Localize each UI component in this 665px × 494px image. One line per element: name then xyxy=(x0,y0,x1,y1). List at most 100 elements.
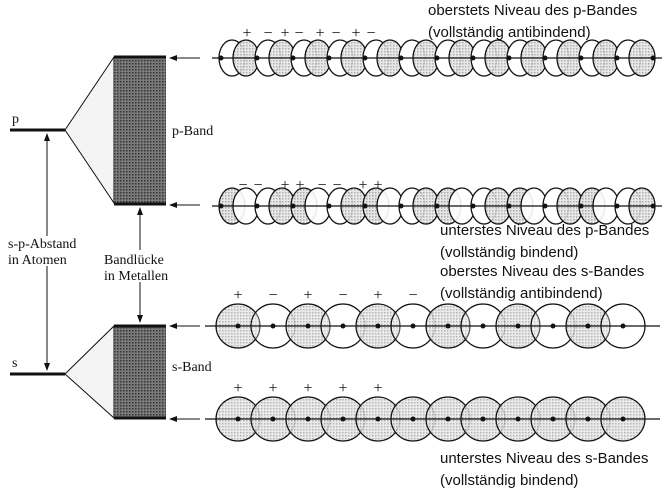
phase-sign: + xyxy=(373,287,382,304)
atom-nucleus xyxy=(218,203,224,209)
atom-nucleus xyxy=(410,323,416,329)
s-level-label: s xyxy=(12,356,17,371)
phase-sign: + xyxy=(233,287,242,304)
atom-nucleus xyxy=(480,323,486,329)
phase-sign: + xyxy=(295,177,304,194)
atom-nucleus xyxy=(515,323,521,329)
atom-nucleus xyxy=(542,55,548,61)
atom-nucleus xyxy=(620,416,626,422)
atom-nucleus xyxy=(445,416,451,422)
p-top-title: oberstets Niveau des p-Bandes xyxy=(428,2,637,19)
phase-sign: − xyxy=(366,25,375,42)
atom-nucleus xyxy=(470,203,476,209)
atom-nucleus xyxy=(375,416,381,422)
s-band-label: s-Band xyxy=(172,360,212,375)
atom-nucleus xyxy=(340,323,346,329)
atom-nucleus xyxy=(515,416,521,422)
atom-nucleus xyxy=(470,55,476,61)
gap-label-line2: in Metallen xyxy=(104,269,168,284)
phase-sign: + xyxy=(338,380,347,397)
p-bottom-title: unterstes Niveau des p-Bandes xyxy=(440,222,649,239)
atom-nucleus xyxy=(410,416,416,422)
atom-nucleus xyxy=(235,323,241,329)
atom-nucleus xyxy=(270,323,276,329)
atom-nucleus xyxy=(480,416,486,422)
p-top-subtitle: (vollständig antibindend) xyxy=(428,24,591,41)
phase-sign: − xyxy=(263,25,272,42)
atom-nucleus xyxy=(585,323,591,329)
atom-nucleus xyxy=(550,416,556,422)
phase-sign: + xyxy=(268,380,277,397)
atom-nucleus xyxy=(362,203,368,209)
phase-sign: − xyxy=(338,287,347,304)
spacing-label-line1: s-p-Abstand xyxy=(8,237,76,252)
s-band-fan xyxy=(64,324,115,420)
phase-sign: + xyxy=(351,25,360,42)
phase-sign: + xyxy=(280,177,289,194)
spacing-label-line2: in Atomen xyxy=(8,253,67,268)
p-band-label: p-Band xyxy=(172,124,213,139)
phase-sign: + xyxy=(233,380,242,397)
atom-nucleus xyxy=(398,203,404,209)
atom-nucleus xyxy=(305,323,311,329)
phase-sign: + xyxy=(303,380,312,397)
phase-sign: + xyxy=(303,287,312,304)
phase-sign: − xyxy=(331,25,340,42)
phase-sign: − xyxy=(294,25,303,42)
phase-sign: + xyxy=(280,25,289,42)
phase-sign: − xyxy=(332,177,341,194)
phase-sign: + xyxy=(242,25,251,42)
atom-nucleus xyxy=(218,55,224,61)
atom-nucleus xyxy=(578,55,584,61)
p-level-label: p xyxy=(12,112,19,127)
atom-nucleus xyxy=(398,55,404,61)
atom-nucleus xyxy=(578,203,584,209)
atom-nucleus xyxy=(550,323,556,329)
atom-nucleus xyxy=(614,55,620,61)
atom-nucleus xyxy=(362,55,368,61)
atom-nucleus xyxy=(340,416,346,422)
atom-nucleus xyxy=(445,323,451,329)
s-bottom-subtitle: (vollständig bindend) xyxy=(440,472,578,489)
gap-label-line1: Bandlücke xyxy=(104,253,164,268)
atom-nucleus xyxy=(254,203,260,209)
phase-sign: + xyxy=(373,177,382,194)
atom-nucleus xyxy=(434,55,440,61)
atom-nucleus xyxy=(290,55,296,61)
atom-nucleus xyxy=(650,55,656,61)
phase-sign: − xyxy=(238,177,247,194)
atom-nucleus xyxy=(375,323,381,329)
atom-nucleus xyxy=(305,416,311,422)
atom-nucleus xyxy=(290,203,296,209)
orbital-chains: +−+−+−+−−−++−−+++−+−+−+++++ xyxy=(205,25,662,442)
phase-sign: − xyxy=(408,287,417,304)
atom-nucleus xyxy=(614,203,620,209)
p-band-fan xyxy=(64,55,115,205)
atom-nucleus xyxy=(254,55,260,61)
atom-nucleus xyxy=(235,416,241,422)
atom-nucleus xyxy=(326,55,332,61)
atom-nucleus xyxy=(270,416,276,422)
atom-nucleus xyxy=(585,416,591,422)
atom-nucleus xyxy=(434,203,440,209)
phase-sign: + xyxy=(358,177,367,194)
s-top-title: oberstes Niveau des s-Bandes xyxy=(440,263,644,280)
atom-nucleus xyxy=(326,203,332,209)
atom-nucleus xyxy=(506,203,512,209)
s-bottom-title: unterstes Niveau des s-Bandes xyxy=(440,450,648,467)
phase-sign: − xyxy=(268,287,277,304)
phase-sign: − xyxy=(253,177,262,194)
phase-sign: + xyxy=(315,25,324,42)
s-top-subtitle: (vollständig antibindend) xyxy=(440,285,603,302)
phase-sign: − xyxy=(317,177,326,194)
s-band-block xyxy=(114,326,166,418)
atom-nucleus xyxy=(620,323,626,329)
p-bottom-subtitle: (vollständig bindend) xyxy=(440,244,578,261)
atom-nucleus xyxy=(506,55,512,61)
atom-nucleus xyxy=(650,203,656,209)
phase-sign: + xyxy=(373,380,382,397)
atom-nucleus xyxy=(542,203,548,209)
p-band-block xyxy=(114,57,166,204)
